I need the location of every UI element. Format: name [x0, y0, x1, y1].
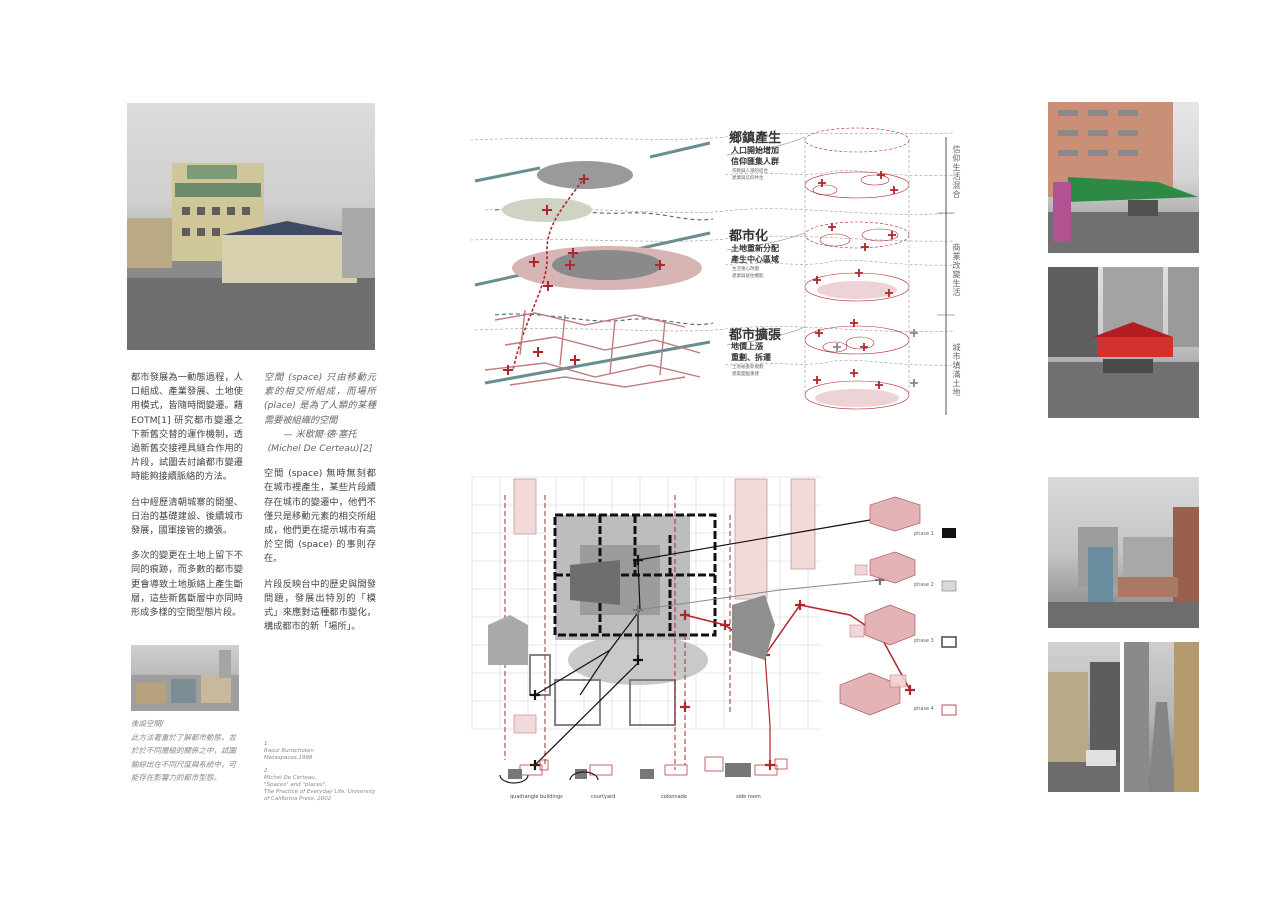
stage-1-subtitle-1: 人口開始增加 — [731, 146, 779, 155]
ref-1-name: Raoul Bunschoten — [264, 748, 314, 754]
quote-author: — 米歇爾·德·塞托 — [283, 428, 357, 440]
side-label-2: 商業改變生活 — [952, 243, 961, 297]
ref-2-publisher: of California Press, 2002 — [264, 796, 332, 802]
urban-evolution-diagram — [469, 127, 956, 415]
ref-1-work: Metaspaces,1998 — [264, 755, 313, 761]
intro-text-column: 都市發展為一動態過程，人口組成、產業發展、土地使用模式，皆隨時間變遷。藉 EOT… — [131, 371, 243, 631]
references: 1. Raoul Bunschoten Metaspaces,1998 2. M… — [264, 741, 384, 803]
stage-2-subtitle-2: 產生中心區域 — [731, 255, 779, 264]
caption-title: 後設空間/ — [131, 719, 164, 728]
stage-1-subtitle-2: 信仰匯集人群 — [731, 157, 779, 166]
intro-paragraph-2: 台中經歷清朝城寨的開墾、日治的基礎建設、後續城市發展，國軍接管的擴張。 — [131, 496, 243, 537]
caption-body: 此方法著重於了解都市動態，並於於不同層級的關係之中，試圖輸綜出在不同尺度與系統中… — [131, 732, 236, 783]
ref-2-work: The Practice of Everyday Life, Universit… — [264, 789, 376, 795]
phase-2-label: phase 2 — [914, 582, 934, 588]
plan-caption-courtyard: courtyard — [591, 794, 616, 800]
street-photo-2 — [1048, 267, 1199, 418]
stage-1-note-2: 產業與信仰共生 — [732, 176, 764, 181]
stage-2-note-1: 生活重心改變 — [732, 267, 759, 272]
stage-1-title: 鄉鎮產生 — [729, 131, 782, 146]
intro-paragraph-3: 多次的變更在土地上留下不同的痕跡，而多數的都市變更會導致土地脈絡上產生斷層，這些… — [131, 550, 243, 619]
stage-2-note-2: 產業與居住機能 — [732, 274, 764, 279]
ref-2-title: "Spaces" and "places", — [264, 782, 328, 788]
stage-1-note-1: 宗教與人潮的結合 — [732, 169, 768, 174]
alley-photo-1 — [1048, 642, 1120, 792]
quote-column: 空間 (space) 只由移動元素的相交所組成，而場所 (place) 是為了人… — [264, 371, 376, 645]
ref-2-name: Michel De Certeau, — [264, 775, 317, 781]
phase-4-label: phase 4 — [914, 706, 934, 712]
alley-photo-2 — [1124, 642, 1199, 792]
pattern-paragraph: 片段反映台中的歷史與開發問題，發展出特別的「模式」來應對這種都市變化，構成都市的… — [264, 578, 376, 633]
quote-author-en: (Michel De Certeau)[2] — [267, 443, 373, 455]
phase-3-label: phase 3 — [914, 638, 934, 644]
small-city-photo — [131, 645, 239, 711]
stage-2-title: 都市化 — [729, 229, 769, 244]
building-photo — [127, 103, 375, 350]
ref-1-number: 1. — [264, 741, 270, 747]
space-paragraph: 空間 (space) 無時無刻都在城市裡產生，某些片段續存在城市的變遷中，他們不… — [264, 468, 376, 565]
stage-3-subtitle-2: 重劃、拆遷 — [731, 353, 771, 362]
street-photo-1 — [1048, 102, 1199, 253]
stage-3-title: 都市擴張 — [729, 328, 782, 343]
stage-3-note-2: 建築面臨重建 — [732, 372, 759, 377]
intro-paragraph-1: 都市發展為一動態過程，人口組成、產業發展、土地使用模式，皆隨時間變遷。藉 EOT… — [131, 372, 243, 483]
plan-caption-side-room: side room — [736, 794, 761, 800]
meta-space-caption: 後設空間/ 此方法著重於了解都市動態，並於於不同層級的關係之中，試圖輸綜出在不同… — [131, 717, 243, 785]
quote-text: 空間 (space) 只由移動元素的相交所組成，而場所 (place) 是為了人… — [264, 372, 376, 426]
ref-2-number: 2. — [264, 768, 270, 774]
plan-caption-quadrangle: quadrangle buildings — [510, 794, 563, 800]
plan-collage-diagram — [471, 476, 957, 784]
stage-2-subtitle-1: 土地重新分配 — [731, 244, 779, 253]
stage-3-note-1: 土地被重新規劃 — [732, 365, 764, 370]
plan-caption-colonnade: colonnade — [661, 794, 687, 800]
phase-1-label: phase 1 — [914, 531, 934, 537]
side-label-1: 信仰生活混合 — [952, 145, 961, 199]
stage-3-subtitle-1: 地價上漲 — [731, 342, 763, 351]
street-photo-3 — [1048, 477, 1199, 628]
side-label-3: 城市填滿土地 — [952, 343, 961, 397]
